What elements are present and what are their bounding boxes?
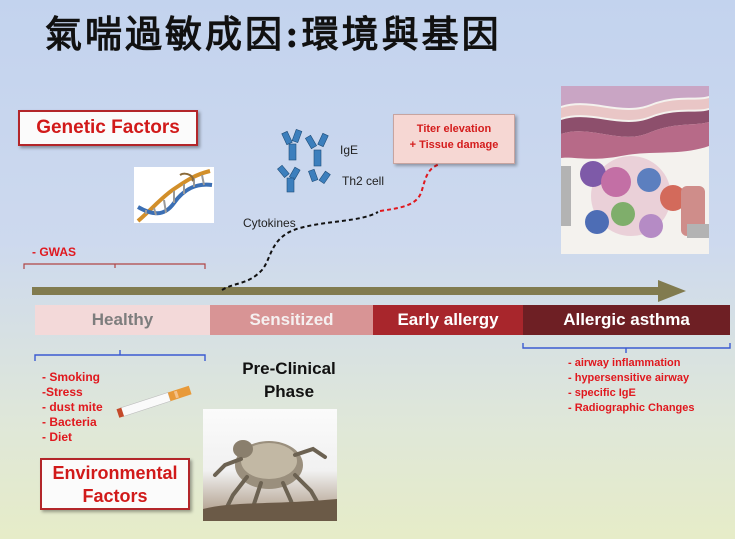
cytokines-label: Cytokines <box>243 216 296 230</box>
genetic-bracket <box>23 263 206 269</box>
list-item: - specific IgE <box>568 387 636 399</box>
list-item: - Diet <box>42 430 72 444</box>
sensitization-curve <box>221 211 379 291</box>
dust-mite-icon <box>203 409 337 521</box>
ige-label: IgE <box>340 143 359 157</box>
gwas-label: - GWAS <box>32 245 76 259</box>
phase-line1: Pre-Clinical <box>242 359 336 378</box>
asthma-sign-list: - airway inflammation - hypersensitive a… <box>568 356 695 416</box>
genetic-factors-box: Genetic Factors <box>18 110 198 146</box>
titer-line1: Titer elevation <box>416 123 492 135</box>
pre-clinical-phase-label: Pre-Clinical Phase <box>224 357 354 403</box>
list-item: - hypersensitive airway <box>568 372 690 384</box>
damage-curve <box>379 163 441 212</box>
list-item: - Smoking <box>42 370 101 384</box>
page-title: 氣喘過敏成因:環境與基因 <box>45 12 502 56</box>
list-item: - Radiographic Changes <box>568 402 695 414</box>
antibody-icon <box>277 128 331 193</box>
list-item: - airway inflammation <box>568 357 681 369</box>
env-label-line2: Factors <box>82 486 148 506</box>
list-item: - dust mite <box>42 400 103 414</box>
cigarette-icon <box>116 385 192 418</box>
phase-line2: Phase <box>263 382 315 401</box>
environmental-bracket <box>34 350 206 361</box>
list-item: - Bacteria <box>42 415 97 429</box>
environmental-factors-box: Environmental Factors <box>40 458 190 510</box>
asthma-bracket <box>522 343 731 353</box>
list-item: -Stress <box>42 385 83 399</box>
env-label-line1: Environmental <box>52 463 178 483</box>
stage-early-allergy: Early allergy <box>373 305 523 335</box>
dna-icon <box>134 167 214 223</box>
stage-healthy: Healthy <box>35 305 210 335</box>
progression-arrow-head <box>658 280 686 302</box>
environmental-factor-list: - Smoking -Stress - dust mite - Bacteria… <box>42 370 103 445</box>
stage-sensitized: Sensitized <box>210 305 373 335</box>
stage-allergic-asthma: Allergic asthma <box>523 305 730 335</box>
titer-elevation-box: Titer elevation + Tissue damage <box>393 114 515 164</box>
titer-line2: + Tissue damage <box>409 139 499 151</box>
airway-cells-icon <box>561 86 709 254</box>
th2-cell-label: Th2 cell <box>342 174 385 188</box>
